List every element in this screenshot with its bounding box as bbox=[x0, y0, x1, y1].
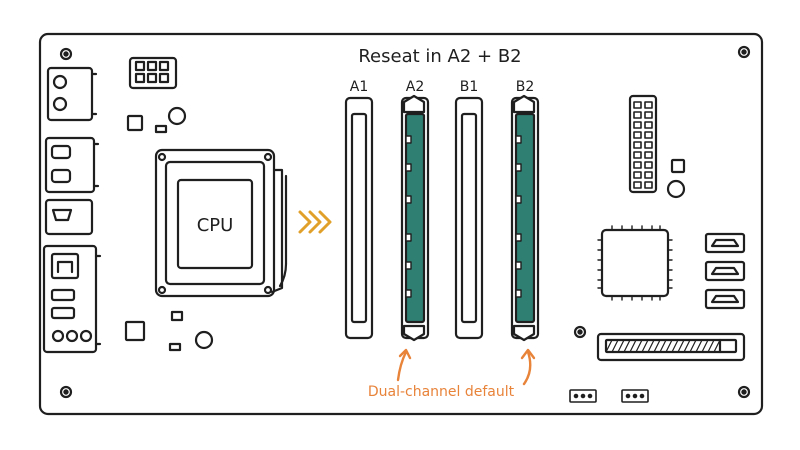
front-panel-headers bbox=[569, 389, 649, 403]
video-port-icon bbox=[44, 198, 94, 236]
slot-label-b2: B2 bbox=[516, 79, 535, 95]
slot-label-a2: A2 bbox=[406, 79, 424, 95]
annotation-label: Dual-channel default bbox=[368, 384, 515, 400]
diagram-title: Reseat in A2 + B2 bbox=[358, 46, 521, 67]
ram-slot-a2 bbox=[400, 94, 430, 342]
ram-slot-b1 bbox=[454, 96, 484, 340]
atx-power-connector bbox=[628, 94, 658, 194]
pcie-slot bbox=[596, 332, 746, 362]
slot-label-a1: A1 bbox=[350, 79, 368, 95]
cpu-socket bbox=[154, 148, 288, 298]
ps2-port-icon bbox=[46, 66, 98, 122]
lan-audio-stack-icon bbox=[42, 244, 102, 354]
usb-port-stack-icon bbox=[44, 136, 100, 194]
sata-ports bbox=[704, 232, 746, 310]
chevron-arrow-icon bbox=[298, 210, 332, 234]
small-components bbox=[124, 106, 686, 352]
chipset-chip bbox=[597, 225, 673, 301]
mounting-holes bbox=[59, 45, 751, 399]
cpu-power-connector-icon bbox=[128, 56, 178, 90]
slot-label-b1: B1 bbox=[460, 79, 479, 95]
ram-slot-b2 bbox=[510, 94, 540, 342]
cpu-label: CPU bbox=[197, 215, 234, 236]
annotation-arrows bbox=[396, 348, 536, 386]
ram-slot-a1 bbox=[344, 96, 374, 340]
